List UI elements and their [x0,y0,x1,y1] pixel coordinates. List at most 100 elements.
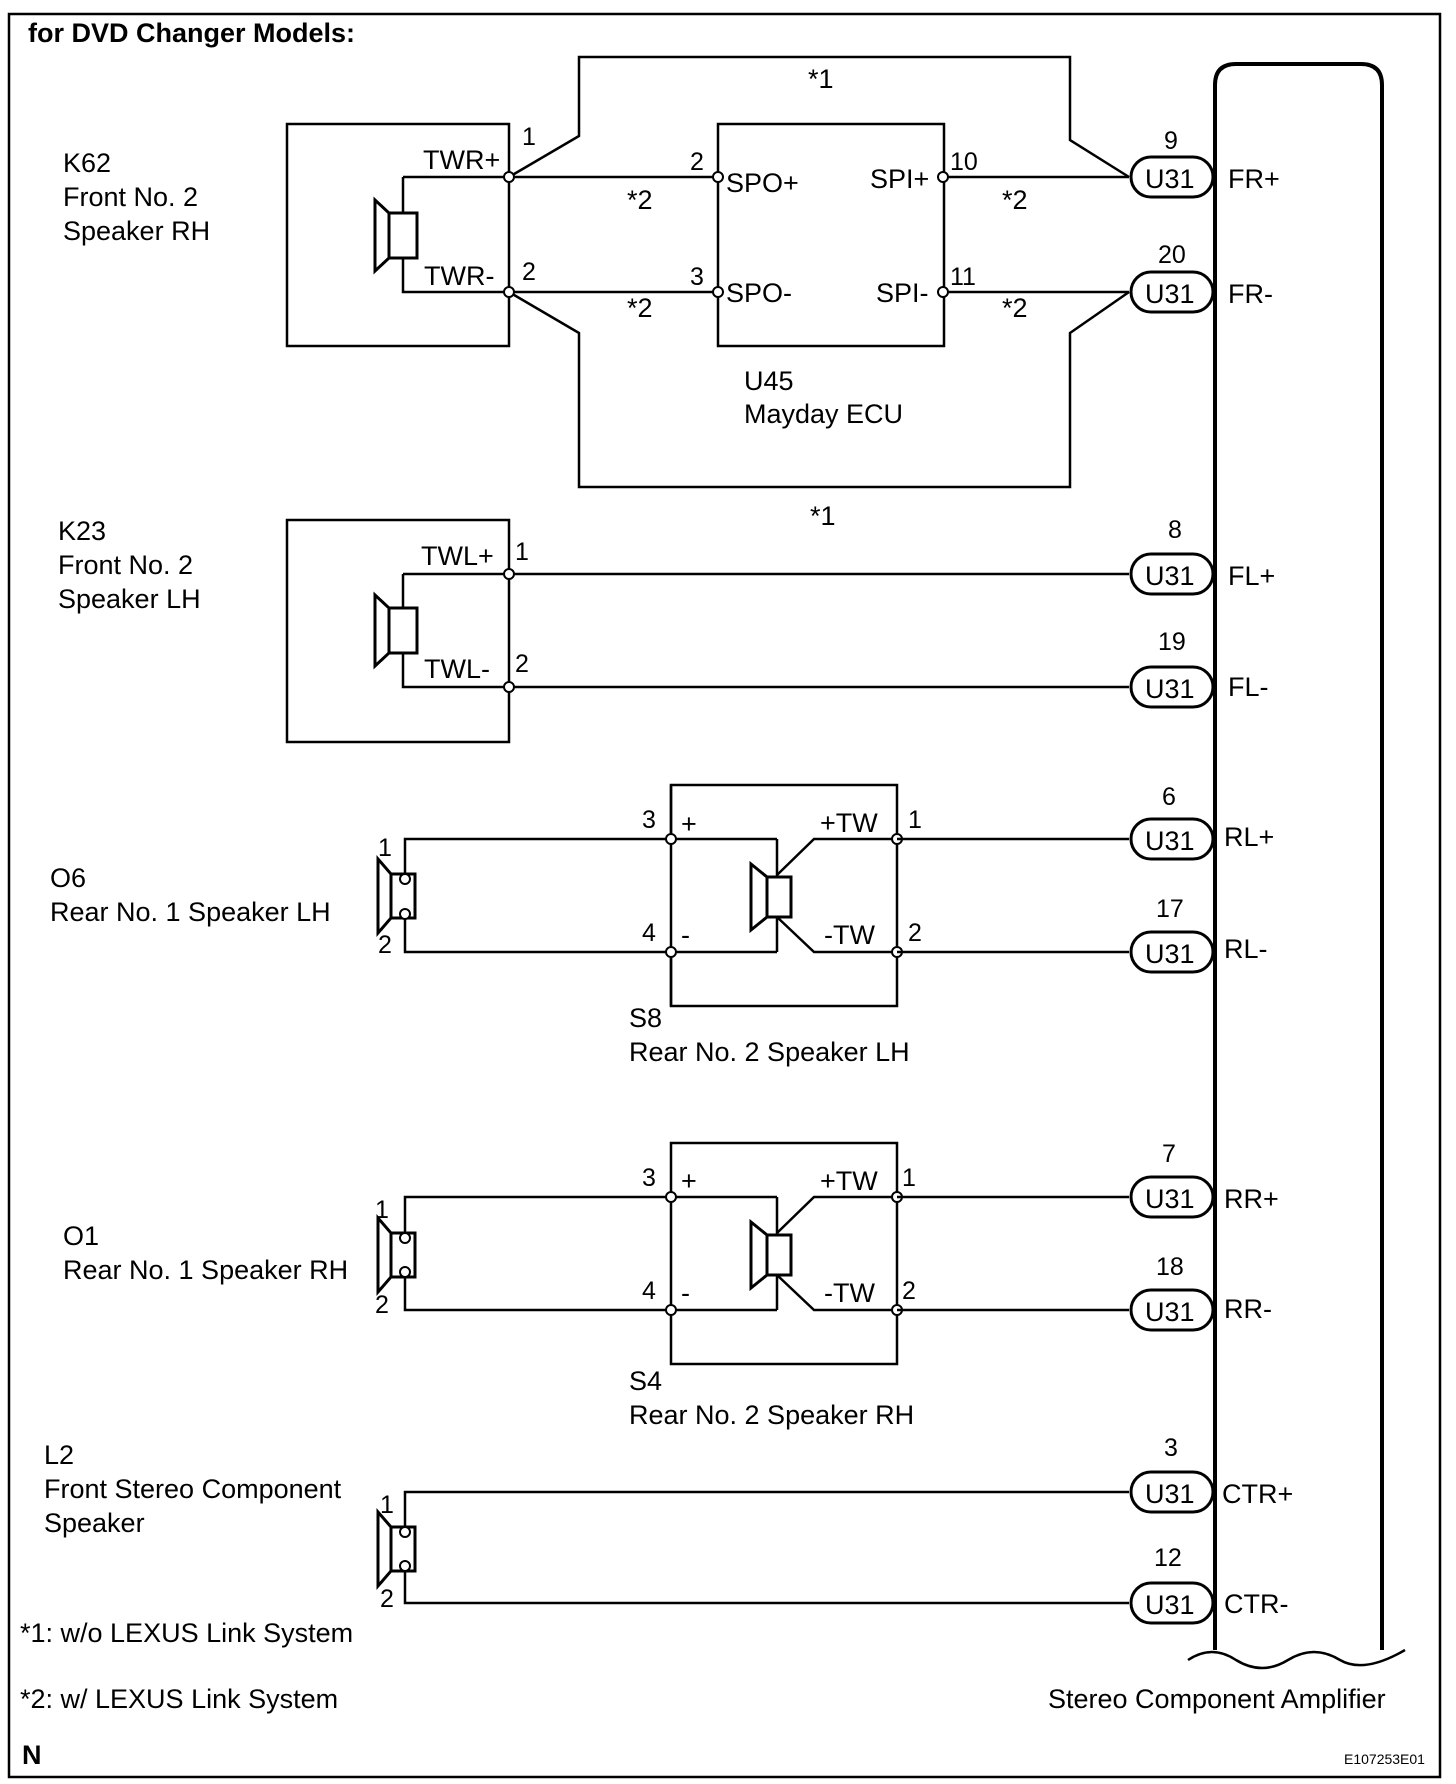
svg-text:4: 4 [642,1277,656,1305]
s4-rear-no2-speaker-rh: + - +TW -TW 3 4 1 2 S4 Rear No. 2 Speake… [629,1141,916,1430]
speaker-icon [373,196,419,275]
u45-code: U45 [744,366,794,396]
svg-text:*2: *2 [627,293,653,323]
svg-text:19: 19 [1158,628,1186,656]
k62-front-no2-speaker-rh: K62 Front No. 2 Speaker RH TWR+ TWR- 1 2 [63,122,536,348]
svg-text:RR+: RR+ [1224,1184,1279,1214]
svg-text:2: 2 [522,258,536,286]
svg-text:RL-: RL- [1224,934,1268,964]
route-w-o-link-upper [508,55,1130,179]
svg-text:S4: S4 [629,1366,662,1396]
svg-text:1: 1 [908,806,922,834]
speaker-icon [376,1507,417,1591]
svg-text:*2: *2 [1002,293,1028,323]
svg-text:K23: K23 [58,516,106,546]
svg-text:2: 2 [902,1277,916,1305]
svg-text:FR-: FR- [1228,279,1273,309]
u31-connector-pin-18: U31 18 RR- [1129,1253,1272,1332]
svg-text:TWR-: TWR- [424,261,494,291]
svg-text:Rear No. 1 Speaker RH: Rear No. 1 Speaker RH [63,1255,348,1285]
l2-front-stereo-component-speaker: L2 Front Stereo Component Speaker 1 2 [44,1440,417,1613]
svg-text:3: 3 [642,806,656,834]
svg-text:-TW: -TW [824,920,875,950]
speaker-icon [749,1218,793,1292]
u31-connector-pin-7: U31 7 RR+ [1129,1140,1279,1219]
svg-text:U31: U31 [1145,164,1195,194]
svg-text:SPI+: SPI+ [870,164,929,194]
svg-text:+: + [681,1166,697,1196]
diagram-frame [7,12,1442,1779]
svg-text:20: 20 [1158,241,1186,269]
u45-mayday-ecu: SPO+ SPO- SPI+ SPI- 2 3 10 11 U45 Mayday… [690,122,978,429]
route-mark-1-bottom: *1 [810,501,836,531]
u31-connector-pin-19: U31 19 FL- [1129,628,1269,709]
o6-rear-no1-speaker-lh: O6 Rear No. 1 Speaker LH 1 2 [50,834,417,959]
svg-text:3: 3 [1164,1434,1178,1462]
svg-text:9: 9 [1164,127,1178,155]
svg-text:+TW: +TW [820,808,878,838]
o1-rear-no1-speaker-rh: O1 Rear No. 1 Speaker RH 1 2 [63,1196,417,1319]
svg-text:SPO+: SPO+ [726,168,799,198]
svg-text:3: 3 [642,1164,656,1192]
svg-text:RR-: RR- [1224,1294,1272,1324]
svg-text:12: 12 [1154,1544,1182,1572]
svg-text:-TW: -TW [824,1278,875,1308]
svg-text:U31: U31 [1145,826,1195,856]
svg-text:1: 1 [902,1164,916,1192]
svg-text:SPI-: SPI- [876,278,929,308]
svg-text:U31: U31 [1145,1297,1195,1327]
svg-text:TWL-: TWL- [424,654,490,684]
svg-text:FL-: FL- [1228,672,1269,702]
svg-text:1: 1 [378,834,392,862]
svg-text:1: 1 [515,538,529,566]
u31-connector-pin-17: U31 17 RL- [1129,895,1268,974]
route-mark-1-top: *1 [808,64,834,94]
svg-text:2: 2 [908,919,922,947]
k62-code: K62 [63,148,111,178]
svg-text:U31: U31 [1145,1184,1195,1214]
svg-text:*2: *2 [1002,185,1028,215]
svg-text:2: 2 [515,650,529,678]
svg-text:TWR+: TWR+ [423,145,500,175]
amplifier-label: Stereo Component Amplifier [1048,1684,1386,1714]
corner-letter: N [22,1740,42,1770]
svg-text:1: 1 [380,1491,394,1519]
u31-connector-pin-9: U31 9 FR+ [1129,127,1280,199]
s8-rear-no2-speaker-lh: + - +TW -TW 3 4 1 2 S8 Rear No. 2 Speake… [629,783,922,1067]
k23-front-no2-speaker-lh: K23 Front No. 2 Speaker LH TWL+ TWL- 1 2 [58,516,529,744]
route-w-o-link-lower [508,290,1130,489]
u31-connector-pin-20: U31 20 FR- [1129,241,1273,314]
svg-text:CTR+: CTR+ [1222,1479,1293,1509]
svg-text:L2: L2 [44,1440,74,1470]
svg-text:4: 4 [642,919,656,947]
u31-connector-pin-12: U31 12 CTR- [1129,1544,1288,1625]
k62-name-line2: Speaker RH [63,216,210,246]
u45-name: Mayday ECU [744,399,903,429]
svg-text:U31: U31 [1145,939,1195,969]
svg-text:Rear No. 2 Speaker RH: Rear No. 2 Speaker RH [629,1400,914,1430]
diagram-header: for DVD Changer Models: [28,18,355,48]
k62-name-line1: Front No. 2 [63,182,198,212]
svg-text:FL+: FL+ [1228,561,1275,591]
note-with-link: *2: w/ LEXUS Link System [20,1684,338,1714]
figure-code: E107253E01 [1344,1751,1425,1767]
svg-text:Rear No. 1 Speaker LH: Rear No. 1 Speaker LH [50,897,331,927]
svg-text:TWL+: TWL+ [421,541,494,571]
wire-ctr-pos [403,1490,1129,1527]
wire-ctr-neg [403,1571,1129,1605]
svg-text:1: 1 [375,1196,389,1224]
u31-connector-pin-8: U31 8 FL+ [1129,516,1275,596]
svg-text:U31: U31 [1145,279,1195,309]
svg-text:2: 2 [375,1291,389,1319]
svg-text:U31: U31 [1145,674,1195,704]
speaker-icon [373,591,419,670]
svg-text:11: 11 [950,263,976,291]
svg-text:10: 10 [950,148,978,176]
u31-connector-pin-3: U31 3 CTR+ [1129,1434,1293,1514]
svg-text:Speaker: Speaker [44,1508,145,1538]
speaker-icon [376,854,417,938]
svg-text:O6: O6 [50,863,86,893]
speaker-icon [749,860,793,934]
svg-text:U31: U31 [1145,561,1195,591]
svg-text:1: 1 [522,123,536,151]
